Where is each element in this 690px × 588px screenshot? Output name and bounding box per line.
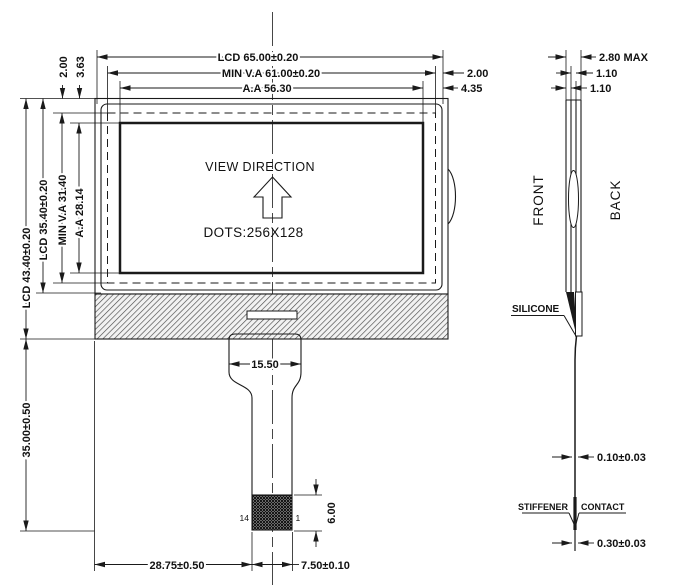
view-direction-label: VIEW DIRECTION <box>205 160 315 174</box>
dim-contact-thickness: 0.30±0.03 <box>597 538 646 550</box>
bezel-opening-outline <box>100 103 443 291</box>
dim-fpc-length: 35.00±0.50 <box>21 403 33 458</box>
active-area-outline <box>118 121 425 275</box>
front-left-dimensions: LCD 43.40±0.20 LCD 35.40±0.20 MIN V.A 31… <box>19 56 88 531</box>
contact-label: CONTACT <box>581 502 625 512</box>
side-extension-lines <box>565 50 582 100</box>
fpc-tail: 14 1 <box>228 333 302 531</box>
dim-va-right-inset: 2.00 <box>467 68 488 80</box>
dim-aa-width: A.A 56.30 <box>242 83 291 95</box>
up-arrow-icon <box>252 176 293 219</box>
dim-connector-offset: 28.75±0.50 <box>150 560 205 572</box>
pin-1-label: 1 <box>296 513 301 523</box>
stiffener-label: STIFFENER <box>518 502 569 512</box>
dots-resolution-label: DOTS:256X128 <box>203 225 303 240</box>
pin-14-label: 14 <box>240 513 250 523</box>
silicone-label: SILICONE <box>512 304 560 315</box>
front-top-dimensions: LCD 65.00±0.20 MIN V.A 61.00±0.20 2.00 A… <box>97 50 488 97</box>
silicone-callout: SILICONE <box>511 304 577 337</box>
dim-thickness-max: 2.80 MAX <box>599 52 649 64</box>
dim-minva-height: MIN V.A 31.40 <box>57 175 69 246</box>
dim-glass-b: 1.10 <box>590 83 611 95</box>
dim-lcd-width: LCD 65.00±0.20 <box>218 52 299 64</box>
fpc-dimensions: 15.50 28.75±0.50 7.50±0.10 6.00 <box>94 357 350 574</box>
silicone-wedge <box>566 292 577 338</box>
dim-minva-width: MIN V.A 61.00±0.20 <box>222 68 320 80</box>
dim-fpc-width: 15.50 <box>251 359 279 371</box>
front-side-label: FRONT <box>531 174 546 226</box>
dim-connector-height: 6.00 <box>326 502 338 523</box>
pcb-slot <box>246 310 298 320</box>
back-glass-extension <box>575 291 583 337</box>
glass-edge-bump <box>447 168 457 225</box>
dim-aa-top-inset: 3.63 <box>75 56 87 77</box>
dim-fpc-thickness: 0.10±0.03 <box>597 452 646 464</box>
min-viewing-area-outline <box>107 112 436 284</box>
dim-connector-width: 7.50±0.10 <box>301 560 350 572</box>
stiffener-contact-callouts: STIFFENER CONTACT <box>518 502 626 525</box>
side-view: FRONT BACK SILICONE STIFFENER CONTACT 2.… <box>511 50 649 551</box>
side-fpc-profile <box>573 335 578 551</box>
dim-lcd-height: LCD 35.40±0.20 <box>38 180 50 261</box>
glass-seal-ellipse <box>568 170 579 228</box>
dim-va-top-inset: 2.00 <box>58 56 70 77</box>
dim-aa-right-inset: 4.35 <box>461 83 482 95</box>
lcd-outline <box>94 97 449 295</box>
side-dimensions: 2.80 MAX 1.10 1.10 0.10±0.03 0.30±0.03 <box>548 52 649 550</box>
back-side-label: BACK <box>608 180 623 221</box>
side-glass-profile <box>565 99 583 338</box>
front-view: VIEW DIRECTION DOTS:256X128 14 1 LCD <box>19 12 488 585</box>
dim-glass-a: 1.10 <box>596 68 617 80</box>
fpc-connector-contacts <box>251 494 293 531</box>
dim-aa-height: A.A 28.14 <box>74 188 86 238</box>
dim-module-height: LCD 43.40±0.20 <box>21 228 33 309</box>
